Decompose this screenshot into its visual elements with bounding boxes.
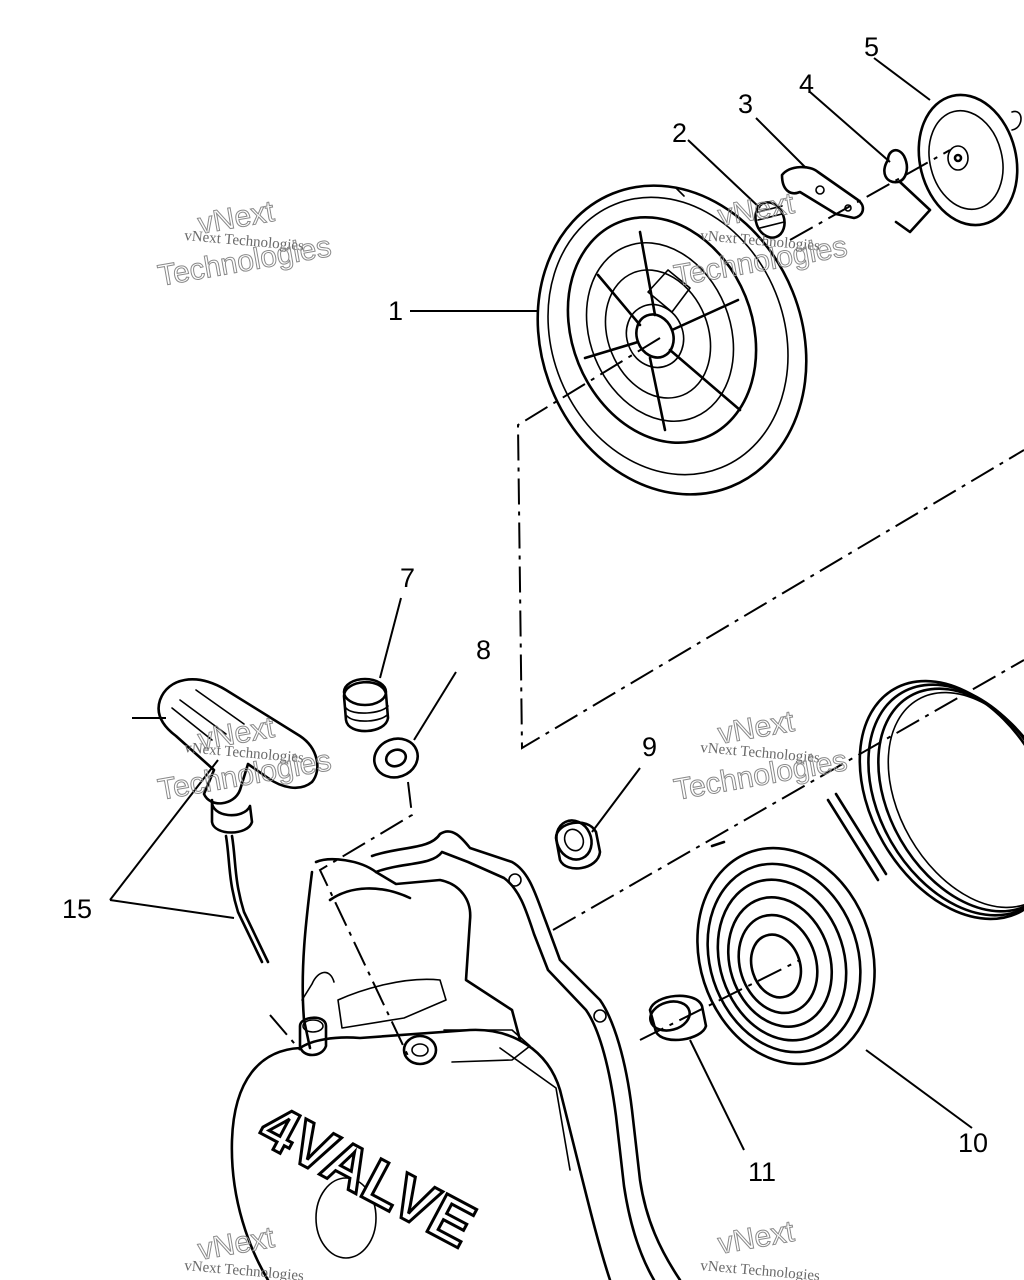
clip-part-4 bbox=[883, 148, 932, 234]
bushing-part-11 bbox=[648, 994, 708, 1042]
washer-part-8 bbox=[373, 737, 419, 779]
starter-housing bbox=[230, 857, 612, 1280]
callout-2: 2 bbox=[672, 118, 687, 148]
watermark-big-6a: vNext bbox=[715, 1215, 797, 1261]
watermark-group: vNext vNext Technologies Technologies vN… bbox=[155, 186, 850, 1280]
plate-part-5 bbox=[917, 93, 1022, 227]
axis-lines bbox=[269, 149, 1024, 1061]
callout-11: 11 bbox=[748, 1157, 776, 1187]
callout-5: 5 bbox=[864, 32, 879, 62]
callout-1: 1 bbox=[388, 296, 403, 326]
plug-part-7 bbox=[342, 677, 390, 733]
callout-3: 3 bbox=[738, 89, 753, 119]
spring-part-2 bbox=[754, 201, 786, 239]
callout-9: 9 bbox=[642, 732, 657, 762]
watermark-small-5: vNext Technologies bbox=[184, 1258, 305, 1280]
callout-7: 7 bbox=[400, 563, 415, 593]
gasket bbox=[370, 830, 682, 1280]
leader-lines bbox=[109, 57, 973, 1151]
bushing-part-9 bbox=[554, 819, 602, 870]
pulley-part-1 bbox=[536, 184, 808, 496]
recoil-spring-part-10 bbox=[696, 840, 876, 1066]
handle-part-15 bbox=[157, 678, 319, 964]
housing-engraving: 4VALVE bbox=[248, 1091, 485, 1261]
callout-4: 4 bbox=[799, 69, 814, 99]
callout-10: 10 bbox=[958, 1128, 988, 1158]
starter-rope-coil bbox=[826, 679, 1024, 921]
pawl-part-3 bbox=[780, 165, 865, 220]
callout-8: 8 bbox=[476, 635, 491, 665]
callout-15: 15 bbox=[62, 894, 92, 924]
watermark-small-6: vNext Technologies bbox=[700, 1258, 821, 1280]
